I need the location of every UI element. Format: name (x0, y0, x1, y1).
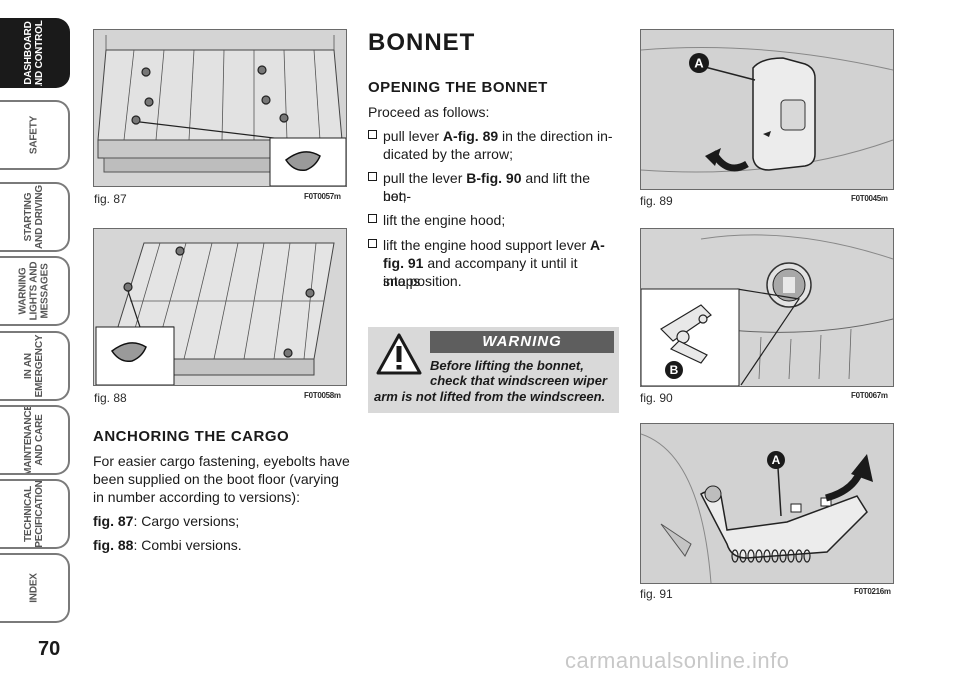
bullet-box (368, 214, 377, 223)
figure-87-caption: fig. 87 (94, 192, 127, 206)
figure-87-code: F0T0057m (304, 192, 341, 201)
cargo-item-88: fig. 88: Combi versions. (93, 536, 242, 554)
figure-90-code: F0T0067m (851, 391, 888, 400)
figure-reference: A-fig. 89 (442, 128, 499, 144)
step-line: dicated by the arrow; (383, 146, 513, 162)
figure-reference: fig. 88 (93, 537, 134, 553)
bullet-box (368, 239, 377, 248)
section-title: BONNET (368, 29, 476, 56)
step-line: pull lever A-fig. 89 in the direction in… (383, 127, 613, 145)
marker-a: A (688, 52, 710, 78)
bonnet-step-1: pull lever A-fig. 89 in the direction in… (368, 127, 618, 163)
cargo-intro-line-3: in number according to versions): (93, 489, 300, 505)
step-text: and lift the bon- (383, 170, 591, 204)
figure-87-image (93, 29, 347, 187)
tab-maintenance-and-care[interactable]: MAINTENANCE AND CARE (0, 405, 70, 475)
tab-in-an-emergency[interactable]: IN AN EMERGENCY (0, 331, 70, 401)
step-line: lift the engine hood support lever A- (383, 236, 605, 254)
cargo-item-text: : Combi versions. (133, 537, 242, 553)
figure-91-code: F0T0216m (854, 587, 891, 596)
figure-90-caption: fig. 90 (640, 391, 673, 405)
marker-b: B (664, 360, 684, 384)
step-line: lift the engine hood; (383, 212, 506, 228)
warning-line-3: arm is not lifted from the windscreen. (374, 389, 606, 404)
tab-label: IN AN EMERGENCY (23, 334, 45, 398)
tab-starting-and-driving[interactable]: STARTING AND DRIVING (0, 182, 70, 252)
figure-88-image (93, 228, 347, 386)
tab-dashboard-and-controls[interactable]: DASHBOARD AND CONTROLS (0, 18, 70, 88)
tab-safety[interactable]: SAFETY (0, 100, 70, 170)
step-text: pull lever (383, 128, 443, 144)
marker-a-label: A (694, 56, 704, 71)
step-text: and accompany it until it snaps (383, 255, 578, 289)
figure-88-caption: fig. 88 (94, 391, 127, 405)
page-number: 70 (38, 638, 61, 660)
cargo-intro-line-1: For easier cargo fastening, eyebolts hav… (93, 453, 350, 469)
warning-triangle-icon (376, 333, 422, 379)
step-line: into position. (383, 273, 462, 289)
tab-index[interactable]: INDEX (0, 553, 70, 623)
warning-line-2: check that windscreen wiper (430, 373, 608, 388)
figure-reference: fig. 91 (383, 255, 424, 271)
cargo-item-87: fig. 87: Cargo versions; (93, 512, 239, 530)
bonnet-step-4: lift the engine hood support lever A- fi… (368, 236, 618, 290)
warning-line-1: Before lifting the bonnet, (430, 358, 584, 373)
step-line: net; (383, 188, 407, 204)
figure-89-image (640, 29, 894, 190)
marker-b-label: B (670, 363, 679, 377)
tab-technical-specifications[interactable]: TECHNICAL SPECIFICATIONS (0, 479, 70, 549)
tab-warning-lights-and-messages[interactable]: WARNING LIGHTS AND MESSAGES (0, 256, 70, 326)
figure-reference: B-fig. 90 (466, 170, 522, 186)
step-text: lift the engine hood support lever (383, 237, 591, 253)
step-text: in the direction in- (498, 128, 613, 144)
figure-91-image (640, 423, 894, 584)
figure-91-caption: fig. 91 (640, 587, 673, 601)
tab-label: SAFETY (28, 115, 40, 155)
figure-reference: A- (590, 237, 605, 253)
bullet-box (368, 130, 377, 139)
tab-label: MAINTENANCE AND CARE (23, 405, 45, 475)
watermark: carmanualsonline.info (565, 648, 790, 673)
bullet-box (368, 172, 377, 181)
figure-89-code: F0T0045m (851, 194, 888, 203)
chapter-tabs: DASHBOARD AND CONTROLS SAFETY STARTING A… (0, 0, 78, 679)
bonnet-subheading: OPENING THE BONNET (368, 79, 548, 96)
warning-header: WARNING (430, 331, 614, 353)
cargo-intro-line-2: been supplied on the boot floor (varying (93, 471, 339, 487)
tab-label: WARNING LIGHTS AND MESSAGES (17, 261, 51, 321)
tab-label: STARTING AND DRIVING (23, 185, 45, 249)
figure-90-image (640, 228, 894, 387)
figure-88-code: F0T0058m (304, 391, 341, 400)
figure-89-caption: fig. 89 (640, 194, 673, 208)
tab-label: DASHBOARD AND CONTROLS (23, 18, 45, 88)
bonnet-proceed: Proceed as follows: (368, 104, 490, 120)
step-line: fig. 91 and accompany it until it snaps (383, 254, 618, 290)
bonnet-step-3: lift the engine hood; (368, 211, 618, 229)
figure-reference: fig. 87 (93, 513, 134, 529)
step-line: pull the lever B-fig. 90 and lift the bo… (383, 169, 618, 205)
tab-label: INDEX (28, 573, 40, 603)
marker-a: A (766, 450, 786, 474)
bonnet-step-2: pull the lever B-fig. 90 and lift the bo… (368, 169, 618, 205)
marker-a-label: A (772, 453, 781, 467)
cargo-heading: ANCHORING THE CARGO (93, 428, 290, 445)
cargo-item-text: : Cargo versions; (133, 513, 240, 529)
tab-label: TECHNICAL SPECIFICATIONS (23, 479, 45, 549)
step-text: pull the lever (383, 170, 467, 186)
